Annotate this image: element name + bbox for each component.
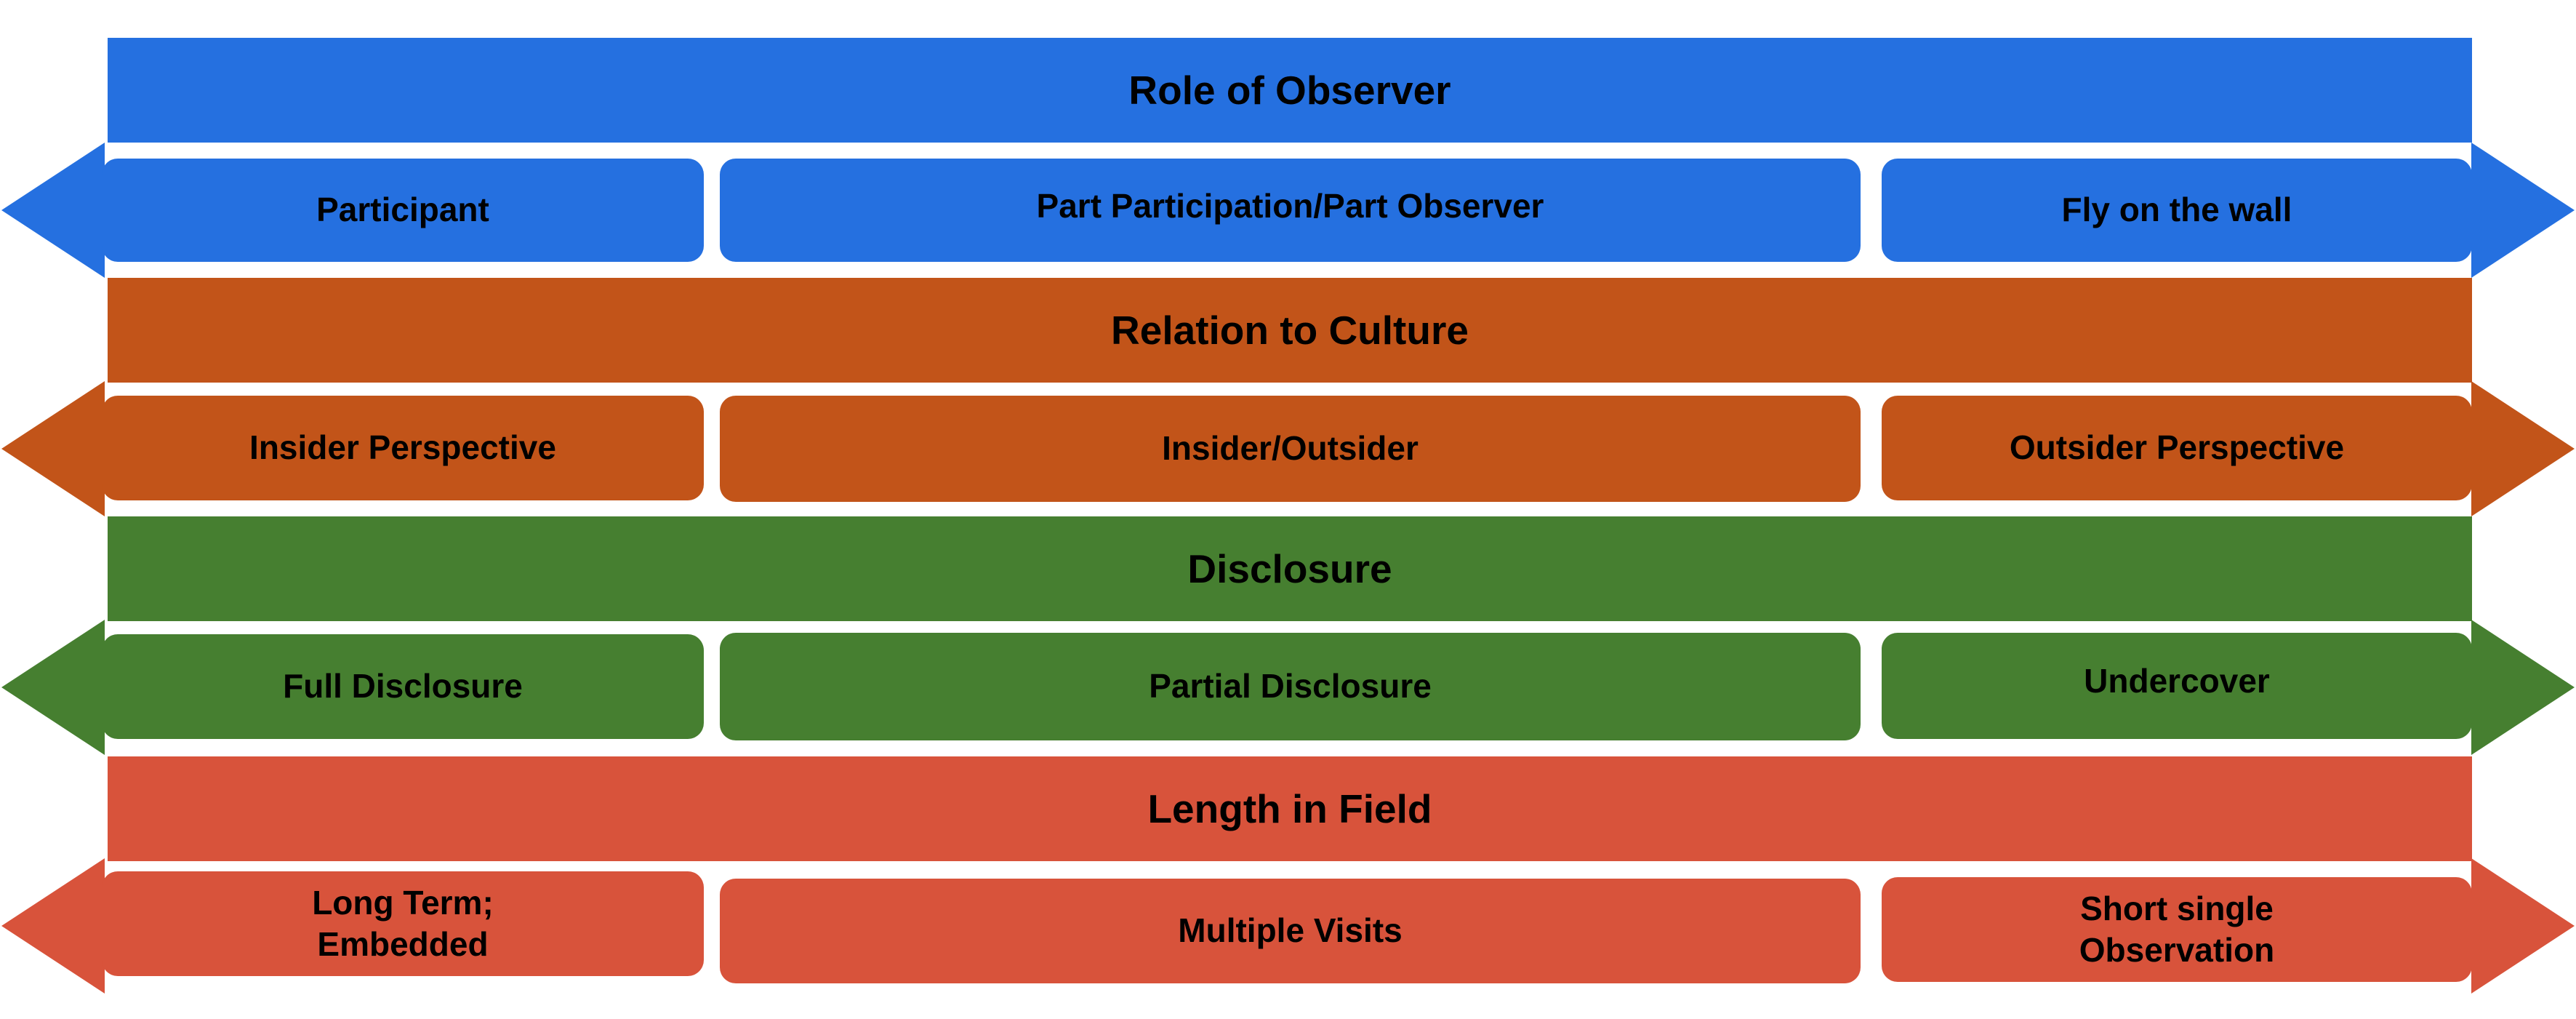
fly-on-wall-box: Fly on the wall <box>1882 159 2472 262</box>
left-arrowhead-icon <box>1 858 105 994</box>
disclosure-spectrum: Full Disclosure Partial Disclosure Under… <box>0 620 2576 755</box>
short-single-observation-label: Short single Observation <box>2079 889 2275 970</box>
left-arrowhead-icon <box>1 143 105 278</box>
part-participation-label: Part Participation/Part Observer <box>1036 187 1544 225</box>
role-of-observer-title: Role of Observer <box>1128 68 1451 113</box>
long-term-embedded-label: Long Term; Embedded <box>312 883 494 964</box>
partial-disclosure-box: Partial Disclosure <box>720 633 1861 740</box>
relation-to-culture-header: Relation to Culture <box>108 278 2472 383</box>
relation-to-culture-spectrum: Insider Perspective Insider/Outsider Out… <box>0 381 2576 516</box>
participant-box: Participant <box>102 159 704 262</box>
role-of-observer-header: Role of Observer <box>108 38 2472 143</box>
multiple-visits-label: Multiple Visits <box>1178 911 1403 950</box>
participant-label: Participant <box>316 191 489 229</box>
right-arrowhead-icon <box>2471 381 2575 516</box>
length-in-field-title: Length in Field <box>1147 786 1432 831</box>
fly-on-wall-label: Fly on the wall <box>2061 191 2292 229</box>
insider-perspective-label: Insider Perspective <box>249 428 556 467</box>
outsider-perspective-box: Outsider Perspective <box>1882 396 2472 500</box>
right-arrowhead-icon <box>2471 143 2575 278</box>
length-in-field-header: Length in Field <box>108 756 2472 861</box>
right-arrowhead-icon <box>2471 620 2575 755</box>
full-disclosure-label: Full Disclosure <box>283 667 523 706</box>
full-disclosure-box: Full Disclosure <box>102 634 704 739</box>
undercover-label: Undercover <box>2084 662 2270 700</box>
short-single-observation-box: Short single Observation <box>1882 877 2472 982</box>
length-in-field-spectrum: Long Term; Embedded Multiple Visits Shor… <box>0 858 2576 994</box>
outsider-perspective-label: Outsider Perspective <box>2009 428 2345 467</box>
insider-outsider-label: Insider/Outsider <box>1162 429 1419 468</box>
partial-disclosure-label: Partial Disclosure <box>1149 667 1432 706</box>
undercover-box: Undercover <box>1882 633 2472 739</box>
multiple-visits-box: Multiple Visits <box>720 879 1861 983</box>
long-term-embedded-box: Long Term; Embedded <box>102 871 704 976</box>
disclosure-header: Disclosure <box>108 516 2472 621</box>
relation-to-culture-title: Relation to Culture <box>1111 308 1469 353</box>
right-arrowhead-icon <box>2471 858 2575 994</box>
role-of-observer-spectrum: Participant Part Participation/Part Obse… <box>0 143 2576 278</box>
left-arrowhead-icon <box>1 381 105 516</box>
left-arrowhead-icon <box>1 620 105 755</box>
insider-perspective-box: Insider Perspective <box>102 396 704 500</box>
insider-outsider-box: Insider/Outsider <box>720 396 1861 502</box>
part-participation-box: Part Participation/Part Observer <box>720 159 1861 262</box>
disclosure-title: Disclosure <box>1187 546 1392 591</box>
